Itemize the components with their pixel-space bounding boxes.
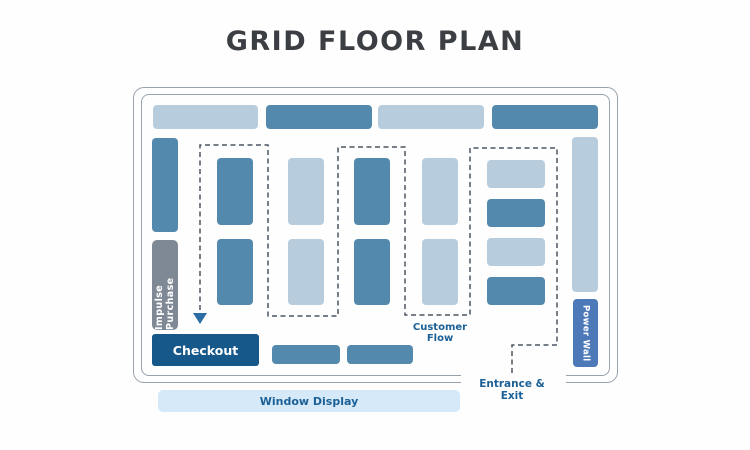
- shelf-aisle-4-top: [422, 158, 458, 225]
- shelf-right-section-shelf-1: [487, 160, 545, 188]
- power-wall-zone: Power Wall: [573, 299, 598, 367]
- impulse-purchase-zone: Impulse Purchase: [152, 240, 178, 330]
- window-display-label: Window Display: [259, 394, 359, 408]
- store-outline-outer: [133, 87, 618, 383]
- store-outline-inner: [141, 94, 610, 376]
- window-display-zone: Window Display: [158, 390, 460, 412]
- entrance-exit-label: Entrance & Exit: [479, 378, 545, 402]
- shelf-top-shelf-2: [266, 105, 372, 129]
- shelf-right-section-shelf-3: [487, 238, 545, 266]
- shelf-top-shelf-4: [492, 105, 598, 129]
- shelf-left-wall-shelf: [152, 138, 178, 232]
- shelf-bottom-shelf-2: [347, 345, 413, 364]
- shelf-aisle-3-bottom: [354, 239, 390, 305]
- shelf-right-section-shelf-4: [487, 277, 545, 305]
- power-wall-label: Power Wall: [580, 304, 591, 362]
- shelf-aisle-1-bottom: [217, 239, 253, 305]
- shelf-aisle-2-bottom: [288, 239, 324, 305]
- customer-flow-label: Customer Flow: [412, 322, 468, 344]
- page-title: GRID FLOOR PLAN: [225, 26, 525, 57]
- impulse-purchase-label: Impulse Purchase: [154, 277, 176, 330]
- shelf-aisle-2-top: [288, 158, 324, 225]
- checkout-zone: Checkout: [152, 334, 259, 366]
- shelf-right-section-shelf-2: [487, 199, 545, 227]
- shelf-top-shelf-1: [153, 105, 258, 129]
- shelf-aisle-3-top: [354, 158, 390, 225]
- shelf-aisle-4-bottom: [422, 239, 458, 305]
- checkout-label: Checkout: [172, 342, 239, 358]
- shelf-right-wall-shelf: [572, 137, 598, 292]
- shelf-bottom-shelf-1: [272, 345, 340, 364]
- shelf-aisle-1-top: [217, 158, 253, 225]
- shelf-top-shelf-3: [378, 105, 484, 129]
